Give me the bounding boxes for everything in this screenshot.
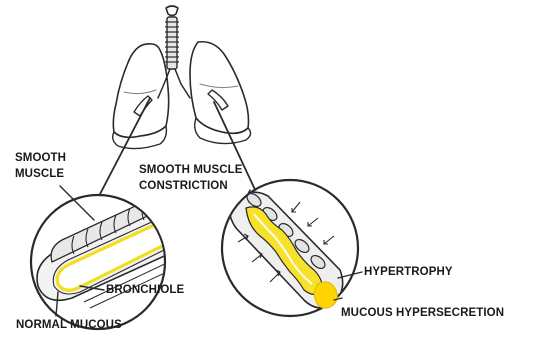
asthmatic-bronchiole-inset: [222, 180, 358, 316]
right-lung: [190, 42, 251, 144]
left-lung: [113, 44, 169, 149]
mucus-overflow: [314, 282, 337, 308]
label-smooth-muscle-line1: SMOOTH: [15, 151, 66, 165]
label-smooth-muscle-line2: MUSCLE: [15, 167, 64, 181]
label-hypertrophy: HYPERTROPHY: [364, 265, 453, 279]
label-bronchiole: BRONCHIOLE: [106, 283, 184, 297]
label-constriction-line2: CONSTRICTION: [139, 179, 228, 193]
label-normal-mucous: NORMAL MUCOUS: [16, 318, 122, 332]
normal-bronchiole-inset: [31, 190, 188, 329]
trachea: [158, 6, 190, 98]
label-constriction-line1: SMOOTH MUSCLE: [139, 163, 243, 177]
label-mucous-hypersecretion: MUCOUS HYPERSECRETION: [341, 306, 504, 320]
right-bronchus: [208, 90, 228, 110]
